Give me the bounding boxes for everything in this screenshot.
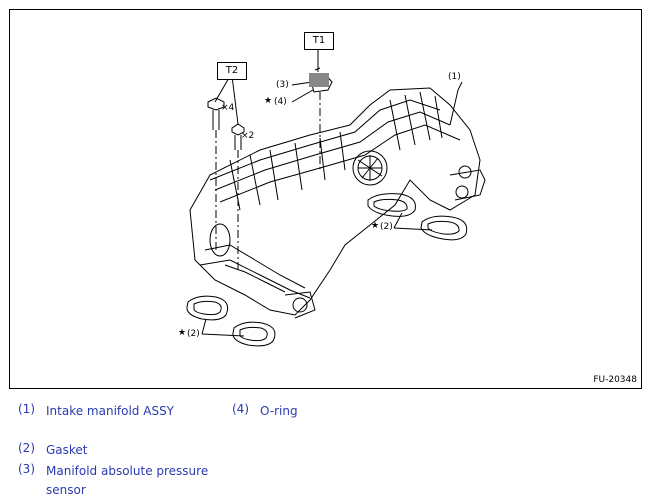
bolt-qty-x4: ×4	[221, 103, 235, 113]
legend-num: (4)	[232, 402, 249, 416]
legend-num: (3)	[18, 462, 35, 476]
intake-manifold-drawing	[186, 50, 486, 347]
label-1: (1)	[448, 72, 461, 82]
diagram-figure: T1 T2 (1) (3) ★ (4) ×4 ×2 ★ (2) ★ (2) FU…	[9, 9, 642, 389]
label-4: (4)	[274, 97, 287, 107]
legend-text: Gasket	[46, 443, 88, 457]
legend-text: Intake manifold ASSY	[46, 404, 175, 418]
legend-text: Manifold absolute pressure sensor	[46, 464, 209, 497]
legend-text: O-ring	[260, 404, 298, 418]
label-2-right: (2)	[380, 222, 393, 232]
legend-num: (1)	[18, 402, 35, 416]
bolt-qty-x2: ×2	[241, 131, 255, 141]
star-mark: ★	[264, 96, 273, 106]
label-3: (3)	[276, 80, 289, 90]
figure-id: FU-20348	[593, 375, 637, 385]
legend-num: (2)	[18, 441, 35, 455]
callout-t2: T2	[217, 62, 247, 80]
star-mark: ★	[371, 221, 380, 231]
callout-t1: T1	[304, 32, 334, 50]
star-mark: ★	[178, 328, 187, 338]
label-2-bottom: (2)	[187, 329, 200, 339]
